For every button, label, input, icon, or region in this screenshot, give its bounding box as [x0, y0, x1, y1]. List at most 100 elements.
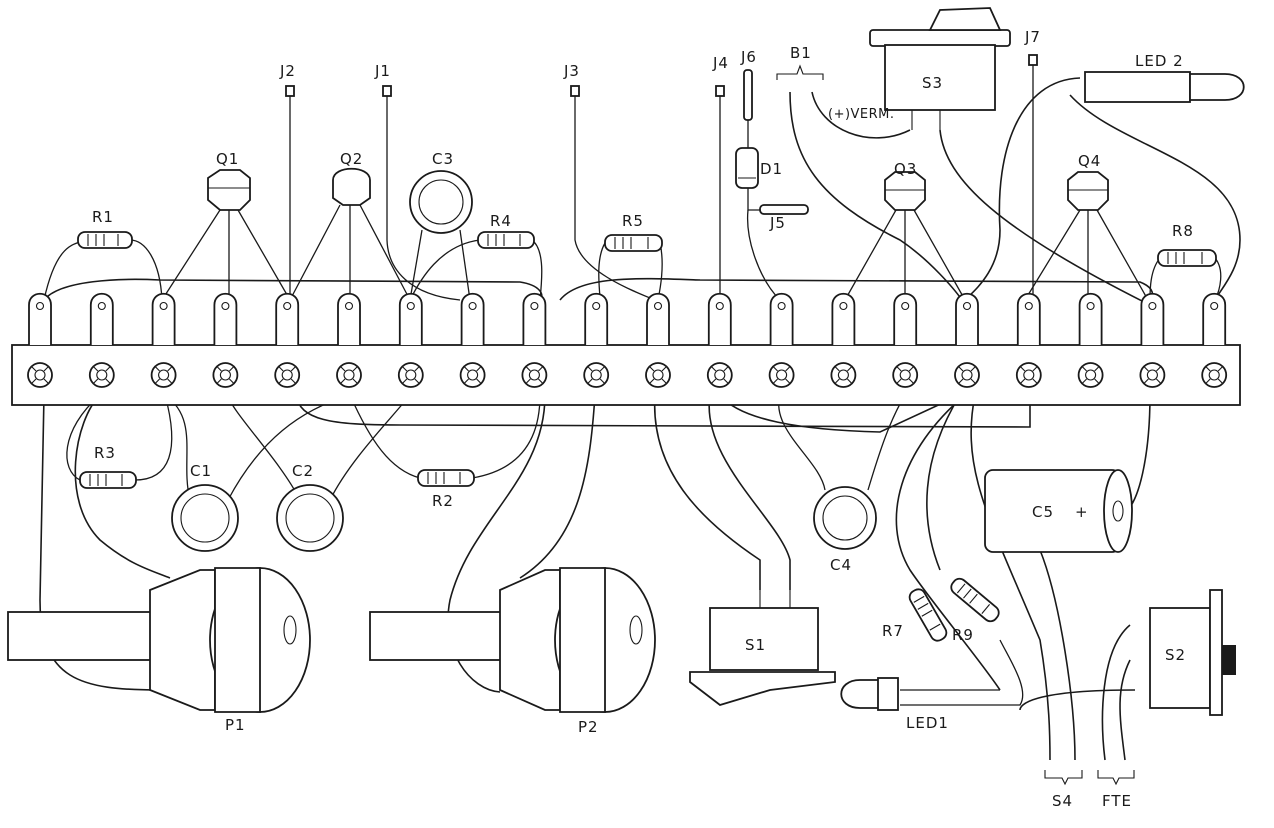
led-2	[1084, 71, 1245, 103]
terminal-screw	[27, 362, 53, 388]
diode-d1	[735, 147, 759, 189]
solder-lug	[831, 292, 856, 345]
terminal-strip	[11, 344, 1241, 406]
label-c5: C5	[1032, 503, 1054, 521]
label-b1: B1	[790, 44, 812, 62]
label-j2: J2	[279, 62, 296, 80]
capacitor-c5	[984, 469, 1133, 553]
label-q3: Q3	[894, 160, 917, 178]
solder-lug	[893, 292, 918, 345]
solder-lugs	[28, 292, 1227, 345]
solder-lug	[275, 292, 300, 345]
label-s1: S1	[745, 636, 766, 654]
solder-lug	[769, 292, 794, 345]
transistor-q2	[332, 167, 371, 206]
terminal-screw	[1201, 362, 1228, 388]
label-q1: Q1	[216, 150, 239, 168]
terminal-screw	[521, 362, 548, 388]
solder-lug	[707, 292, 732, 345]
terminal-screw	[336, 362, 362, 388]
resistor-r5	[604, 234, 663, 252]
label-c4: C4	[830, 556, 852, 574]
solder-lug	[28, 292, 52, 345]
label-s3: S3	[922, 74, 943, 92]
terminal-screw	[212, 362, 239, 388]
terminal-screw	[459, 362, 486, 388]
solder-lug	[151, 292, 176, 345]
label-r8: R8	[1172, 222, 1194, 240]
solder-lug	[1140, 292, 1165, 345]
label-d1: D1	[760, 160, 783, 178]
lug-hole	[777, 301, 786, 311]
label-c3: C3	[432, 150, 454, 168]
terminal-screw	[397, 362, 424, 388]
label-p2: P2	[578, 718, 599, 736]
lug-hole	[97, 301, 106, 311]
resistor-r4	[477, 231, 535, 249]
label-q2: Q2	[340, 150, 363, 168]
terminal-screw	[583, 362, 610, 388]
lug-hole	[406, 301, 415, 311]
lug-hole	[962, 301, 972, 311]
solder-lug	[1202, 292, 1227, 345]
label-j1: J1	[374, 62, 391, 80]
label-j5: J5	[769, 214, 786, 232]
resistor-r7	[908, 588, 948, 642]
solder-lug	[460, 292, 485, 345]
capacitor-c1	[171, 484, 239, 552]
resistor-r1	[77, 231, 133, 249]
potentiometer-p2	[369, 567, 656, 713]
lug-hole	[715, 301, 724, 311]
lug-hole	[653, 301, 663, 311]
potentiometer-p1	[7, 567, 311, 713]
terminal-screw	[645, 362, 671, 388]
label-j6: J6	[740, 48, 757, 66]
led-1	[840, 677, 899, 711]
switch-s2	[1149, 589, 1236, 716]
label-r4: R4	[490, 212, 512, 230]
transistor-q3	[884, 171, 926, 211]
label-c2: C2	[292, 462, 314, 480]
terminal-screw	[88, 362, 115, 388]
transistor-q1	[207, 169, 251, 211]
label-r3: R3	[94, 444, 116, 462]
label-j4: J4	[712, 54, 729, 72]
lug-hole	[1210, 301, 1219, 311]
terminal-screw	[892, 362, 919, 388]
label-led2: LED 2	[1135, 52, 1184, 70]
solder-lug	[398, 292, 423, 345]
label-r5: R5	[622, 212, 644, 230]
labels: J2 J1 J3 J4 J6 B1 (+)VERM. S3 J7 LED 2 Q…	[92, 28, 1194, 810]
resistor-r9	[950, 577, 1000, 623]
solder-lug	[1016, 292, 1041, 345]
label-r7: R7	[882, 622, 904, 640]
terminal-screws	[27, 362, 1228, 388]
lug-hole	[592, 301, 601, 311]
terminal-screw	[954, 362, 980, 388]
jumper-tips	[285, 54, 1038, 121]
label-c1: C1	[190, 462, 212, 480]
lug-hole	[1024, 301, 1033, 311]
terminal-screw	[274, 362, 301, 388]
terminal-screw	[150, 362, 177, 388]
solder-lug	[522, 292, 547, 345]
jumper-j5	[759, 204, 809, 215]
label-j3: J3	[563, 62, 580, 80]
capacitor-c4	[813, 486, 877, 550]
lug-hole	[344, 301, 354, 311]
switch-s1	[689, 590, 836, 706]
resistor-r2	[417, 469, 475, 487]
capacitor-c3	[409, 170, 473, 234]
terminal-screw	[830, 362, 857, 388]
solder-lug	[584, 292, 609, 345]
solder-lug	[89, 292, 114, 345]
terminal-screw	[1015, 362, 1042, 388]
label-q4: Q4	[1078, 152, 1101, 170]
label-j7: J7	[1024, 28, 1041, 46]
lug-hole	[1148, 301, 1157, 311]
lug-hole	[1086, 301, 1095, 311]
label-c5-plus: +	[1075, 503, 1089, 521]
terminal-screw	[706, 362, 733, 388]
label-r9: R9	[952, 626, 974, 644]
